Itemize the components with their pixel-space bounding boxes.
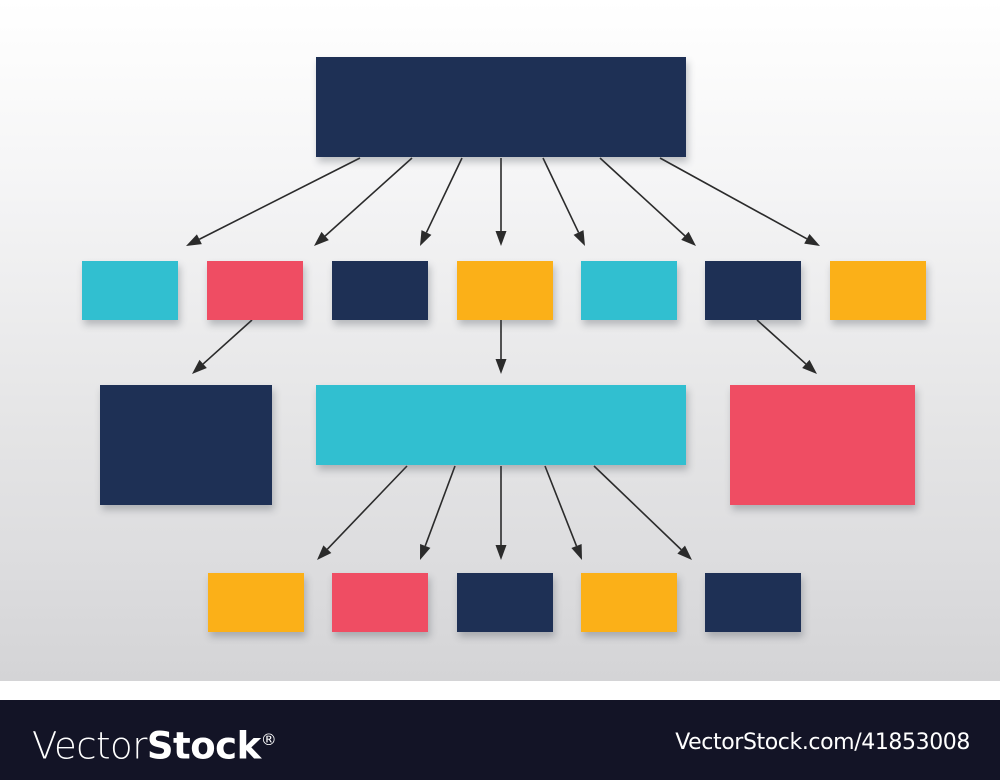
footer-url: VectorStock.com/41853008 (675, 730, 970, 755)
registered-trademark-icon: ® (260, 730, 277, 749)
connector-arrow (420, 157, 463, 246)
flowchart-node[interactable] (730, 385, 915, 505)
flowchart-node[interactable] (705, 573, 801, 632)
flowchart-node[interactable] (316, 385, 686, 465)
connector-arrow (756, 319, 817, 374)
logo-text-stock: Stock (146, 724, 261, 768)
flowchart-node[interactable] (100, 385, 272, 505)
connector-layer (186, 157, 820, 560)
flowchart-node[interactable] (457, 261, 553, 320)
connector-arrow (659, 157, 820, 246)
connector-arrow (599, 157, 696, 246)
flowchart-node[interactable] (830, 261, 926, 320)
flowchart-node[interactable] (82, 261, 178, 320)
connector-arrow (495, 466, 507, 560)
connector-arrow (495, 320, 507, 374)
diagram-canvas (0, 0, 1000, 681)
connector-arrow (593, 465, 692, 560)
connector-arrow (186, 157, 361, 246)
connector-arrow (192, 319, 253, 374)
flowchart-node[interactable] (332, 261, 428, 320)
flowchart-node[interactable] (208, 573, 304, 632)
flowchart-node[interactable] (581, 261, 677, 320)
connector-arrow (544, 465, 582, 560)
logo-text-vector: Vector (32, 724, 147, 768)
connector-arrow (317, 465, 408, 560)
flowchart-node[interactable] (705, 261, 801, 320)
connector-arrow (542, 157, 585, 246)
connector-arrow (495, 158, 507, 246)
flowchart-node[interactable] (457, 573, 553, 632)
watermark-footer: VectorStock® VectorStock.com/41853008 (0, 700, 1000, 780)
flowchart-node[interactable] (207, 261, 303, 320)
vectorstock-logo: VectorStock® (32, 720, 277, 768)
flowchart-node[interactable] (316, 57, 686, 157)
flowchart-node[interactable] (332, 573, 428, 632)
connector-arrow (314, 157, 413, 246)
connector-arrow (420, 465, 456, 560)
flowchart-node[interactable] (581, 573, 677, 632)
